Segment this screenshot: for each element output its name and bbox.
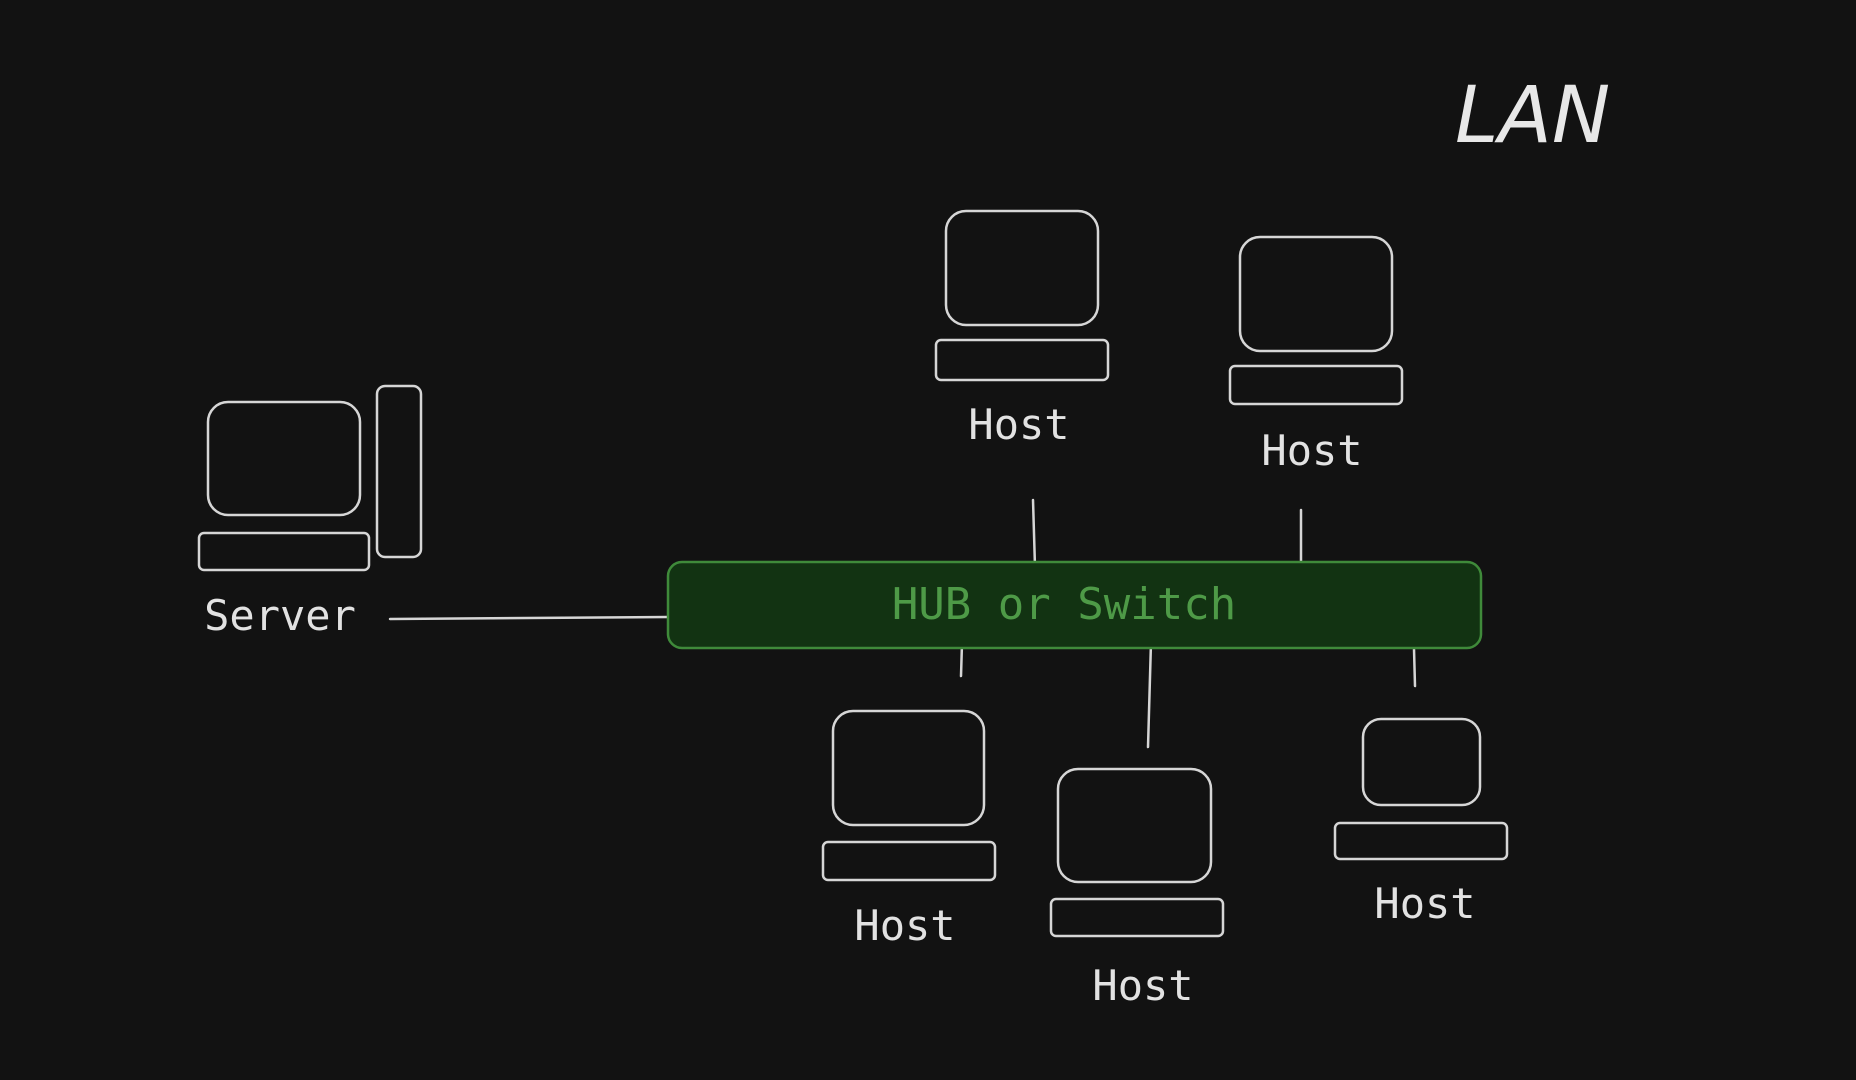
host-computer-icon [821,709,997,882]
host-label: Host [1374,879,1475,928]
host-label: Host [854,901,955,950]
server-icon [197,384,423,572]
host-computer-icon [1049,767,1225,938]
diagram-title: LAN [1455,71,1610,161]
host-label: Host [968,400,1069,449]
host-computer-icon [1228,235,1404,406]
host-node: Host [821,709,997,950]
host-link-top-1 [1031,498,1037,569]
host-label: Host [1261,426,1362,475]
server-label: Server [204,591,356,640]
host-computer-icon [1333,717,1509,861]
host-node: Host [1333,717,1509,928]
connection-lines [388,498,1417,749]
host-node: Host [1049,767,1225,1010]
host-label: Host [1092,961,1193,1010]
server-link [388,615,670,621]
hub-switch: HUB or Switch [666,560,1483,650]
server-node: Server [197,384,423,640]
host-node: Host [934,209,1110,449]
host-computer-icon [934,209,1110,382]
host-link-bottom-2 [1146,640,1153,749]
host-link-bottom-3 [1412,647,1417,688]
hub-switch-box [666,560,1483,650]
hub-switch-label: HUB or Switch [892,579,1236,630]
host-node: Host [1228,235,1404,475]
